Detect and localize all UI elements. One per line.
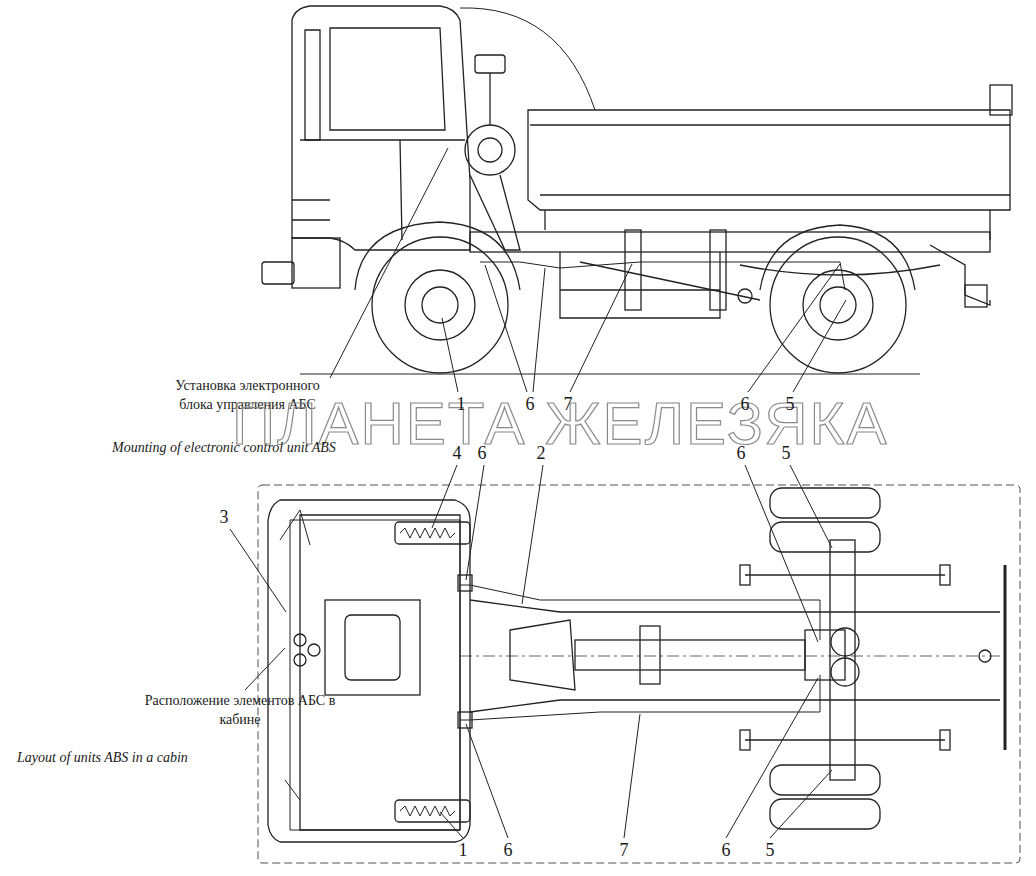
callout-number: 6 <box>526 394 535 414</box>
caption-english: Layout of units ABS in a cabin <box>17 749 188 767</box>
callout-number: 5 <box>782 443 791 463</box>
callout-number: 7 <box>564 394 573 414</box>
leader-lines <box>230 148 846 838</box>
callout-number: 1 <box>459 840 468 860</box>
callout-number: 2 <box>537 443 546 463</box>
callout-number: 6 <box>741 394 750 414</box>
callout-number: 6 <box>722 840 731 860</box>
callout-number: 5 <box>786 394 795 414</box>
callout-number: 3 <box>220 507 229 527</box>
callout-number: 7 <box>620 840 629 860</box>
callout-number: 1 <box>457 394 466 414</box>
callout-number: 4 <box>453 443 462 463</box>
callout-number: 6 <box>478 443 487 463</box>
side-view <box>262 6 1012 374</box>
callout-number: 6 <box>504 840 513 860</box>
callout-number: 6 <box>737 443 746 463</box>
caption-text: Расположение элементов АБС в кабине <box>140 691 340 729</box>
top-view <box>258 485 1020 863</box>
callout-number: 5 <box>766 840 775 860</box>
caption-english: Mounting of electronic control unit ABS <box>112 439 336 457</box>
